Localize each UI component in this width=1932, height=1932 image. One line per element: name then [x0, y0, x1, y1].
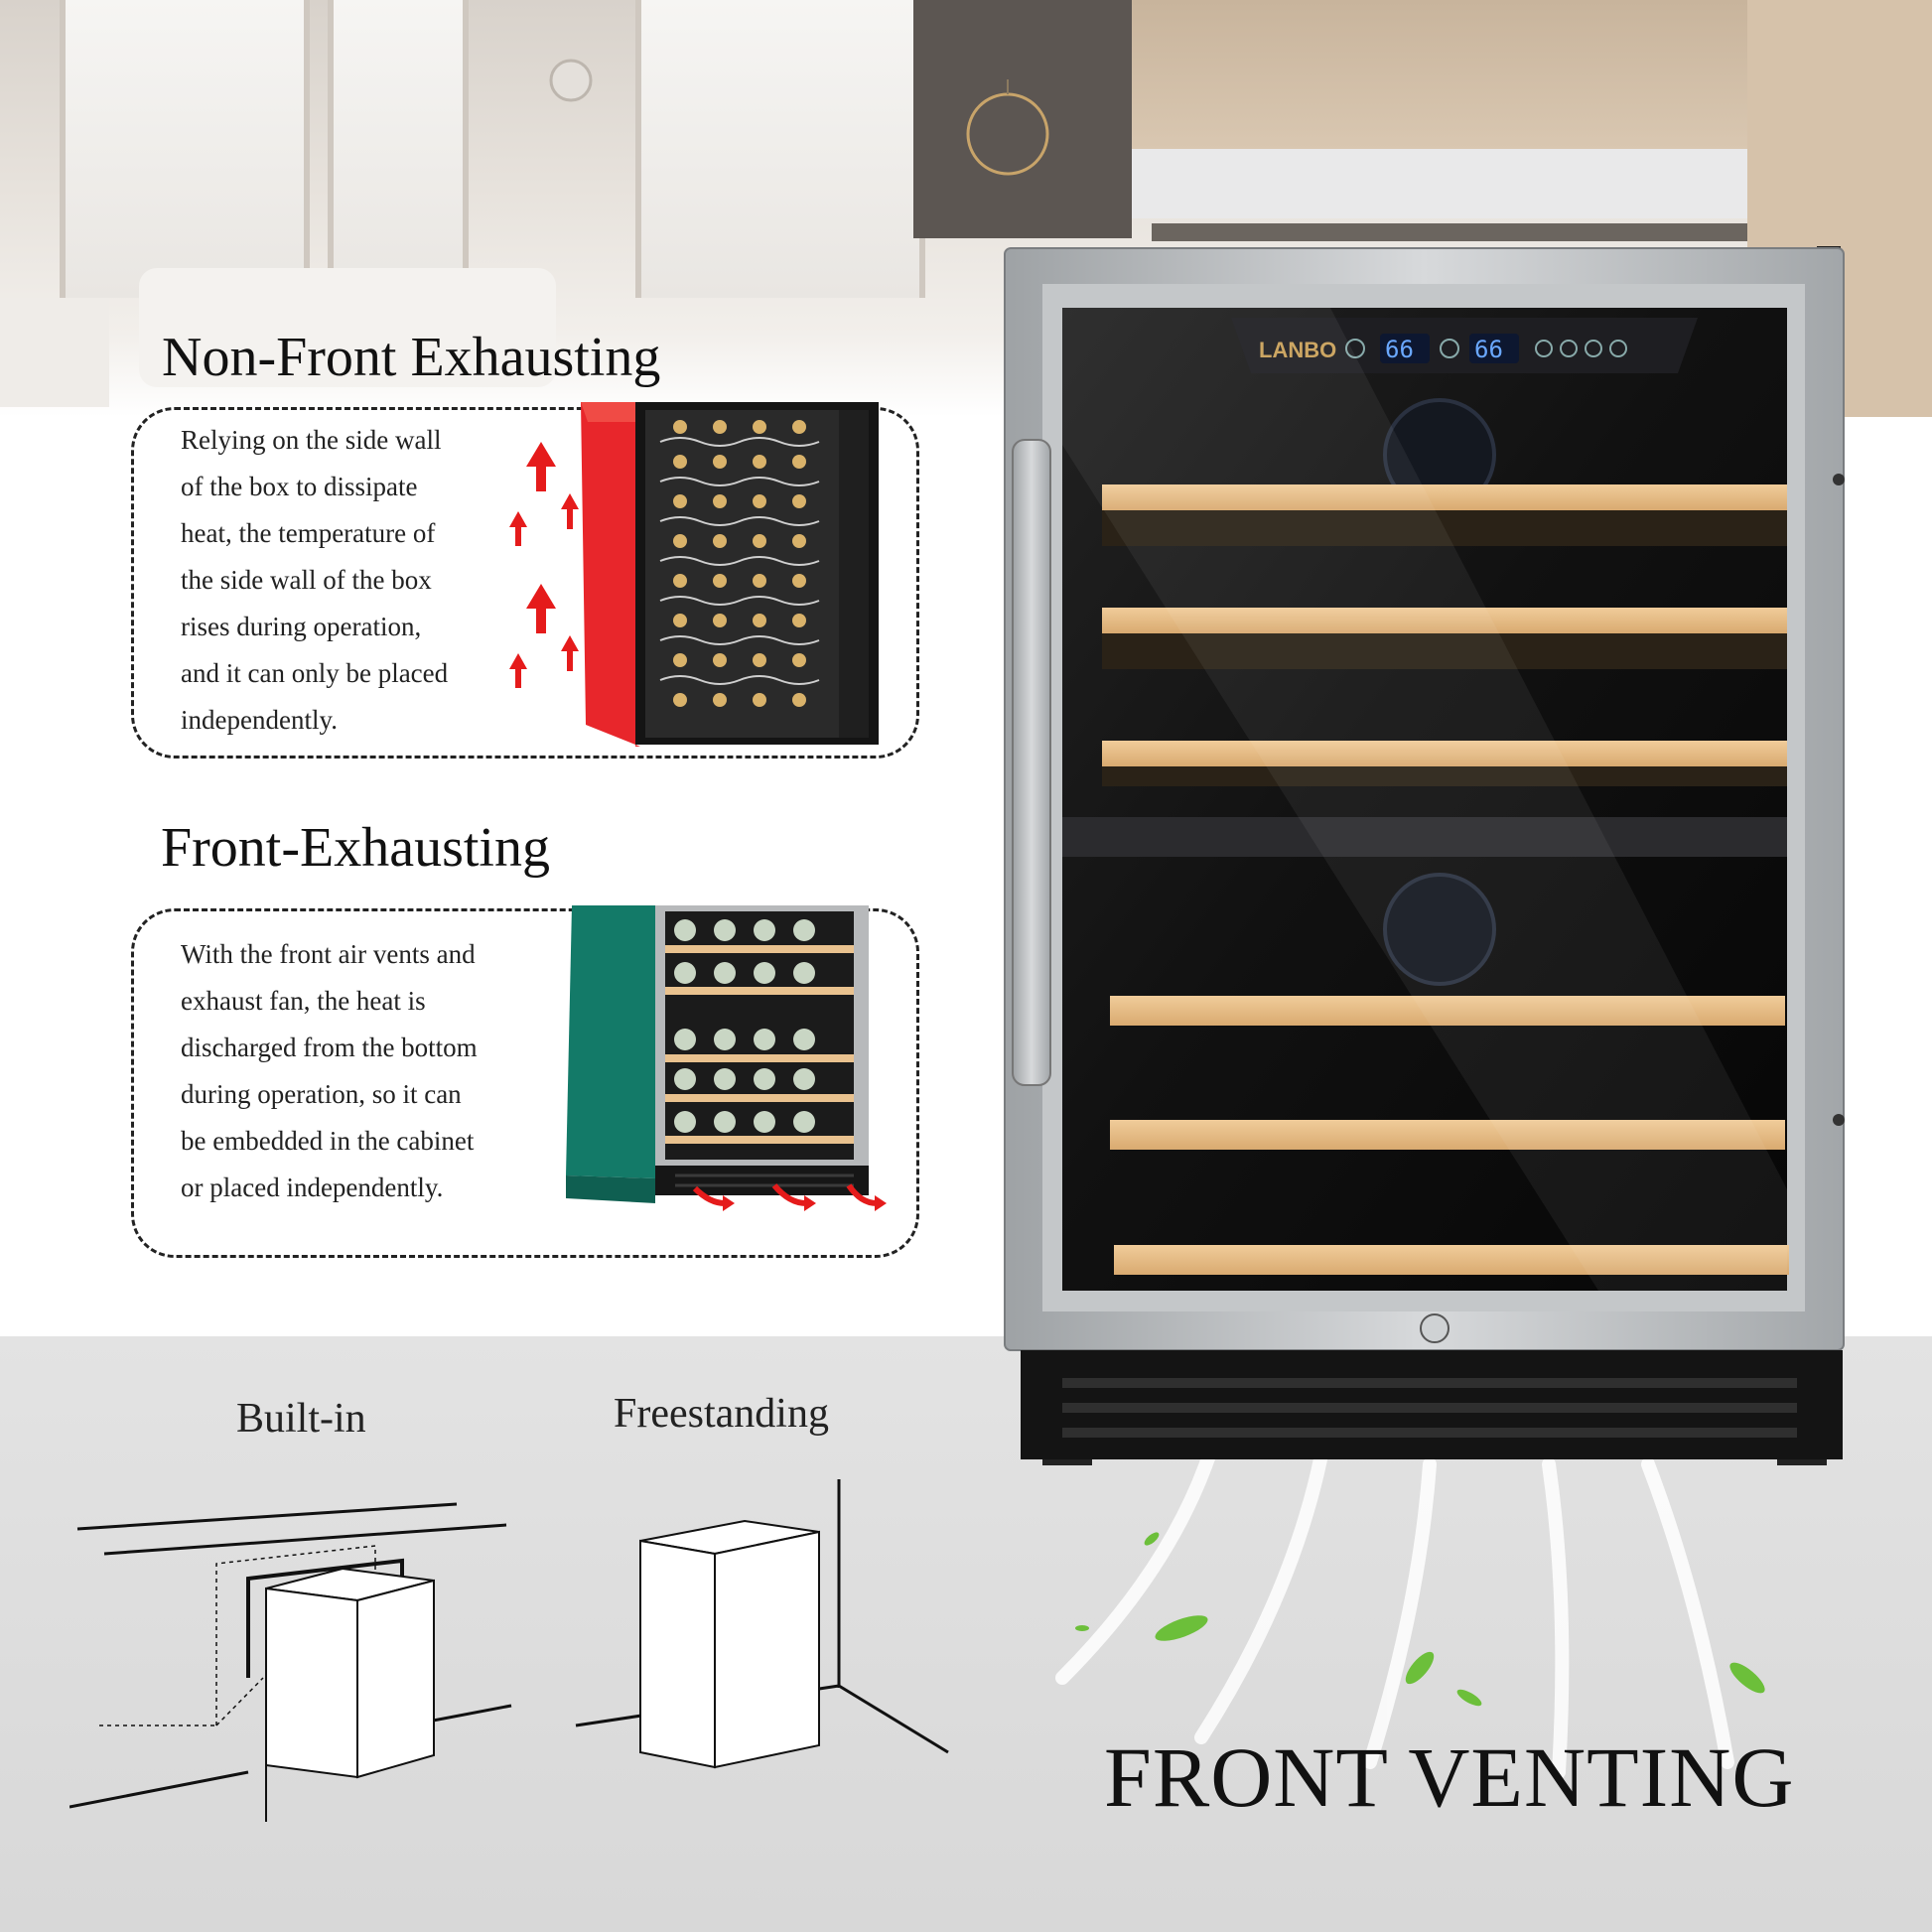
- wine-fridge: LANBO 66 66: [1004, 246, 1845, 1465]
- side-venting-fridge-illustration: [509, 402, 879, 747]
- text-line: discharged from the bottom: [181, 1033, 478, 1062]
- display-right: 66: [1474, 336, 1503, 363]
- window: [328, 0, 469, 298]
- front-exhausting-heading: Front-Exhausting: [161, 817, 550, 879]
- wood-shelf: [1110, 1120, 1785, 1150]
- non-front-heading: Non-Front Exhausting: [162, 327, 661, 388]
- text-line: of the box to dissipate: [181, 472, 418, 501]
- non-front-description: Relying on the side wall of the box to d…: [181, 417, 448, 744]
- window: [635, 0, 925, 298]
- text-line: With the front air vents and: [181, 939, 476, 969]
- zone-button-icon[interactable]: [1440, 339, 1459, 358]
- front-exhausting-description: With the front air vents and exhaust fan…: [181, 931, 478, 1211]
- text-line: rises during operation,: [181, 612, 422, 641]
- brand-logo: LANBO: [1259, 338, 1336, 362]
- text-line: heat, the temperature of: [181, 518, 436, 548]
- heat-arrow-icon: [509, 442, 579, 688]
- freestanding-label: Freestanding: [614, 1391, 829, 1437]
- text-line: during operation, so it can: [181, 1079, 462, 1109]
- text-line: the side wall of the box: [181, 565, 432, 595]
- set-button-icon[interactable]: [1345, 339, 1365, 358]
- text-line: or placed independently.: [181, 1173, 444, 1202]
- wall-clock: [549, 59, 593, 102]
- airflow-swoosh: [1055, 1443, 1765, 1779]
- window: [60, 0, 310, 298]
- lock-icon[interactable]: [1420, 1313, 1449, 1343]
- front-venting-banner: FRONT VENTING: [1104, 1729, 1795, 1825]
- text-line: and it can only be placed: [181, 658, 449, 688]
- text-line: independently.: [181, 705, 338, 735]
- text-line: exhaust fan, the heat is: [181, 986, 426, 1016]
- front-venting-fridge-illustration: [566, 905, 887, 1211]
- text-line: Relying on the side wall: [181, 425, 442, 455]
- wood-shelf: [1110, 996, 1785, 1026]
- backsplash: [1132, 149, 1747, 218]
- wood-shelf: [1102, 741, 1787, 786]
- exhaust-arrow-icon: [692, 1183, 878, 1206]
- set-button-icon[interactable]: [1535, 340, 1553, 357]
- leaf-icon: [1075, 1532, 1765, 1707]
- kitchen-background: [0, 0, 1932, 417]
- wood-shelf: [1102, 484, 1787, 546]
- dark-column: [913, 0, 1132, 238]
- wood-shelf: [1114, 1245, 1789, 1275]
- power-button-icon[interactable]: [1609, 340, 1627, 357]
- freestanding-diagram: [575, 1479, 949, 1769]
- counter-top: [1152, 223, 1747, 241]
- temp-unit-button-icon[interactable]: [1585, 340, 1602, 357]
- built-in-label: Built-in: [236, 1396, 366, 1442]
- light-button-icon[interactable]: [1560, 340, 1578, 357]
- display-left: 66: [1385, 336, 1414, 363]
- pendant-lamp: [966, 79, 1049, 176]
- kitchen-cabinets: [1132, 0, 1747, 149]
- wood-shelf: [1102, 608, 1787, 669]
- sofa: [139, 268, 556, 387]
- door-handle[interactable]: [1012, 439, 1051, 1086]
- sofa-arm: [0, 298, 109, 407]
- built-in-diagram: [69, 1502, 512, 1822]
- text-line: be embedded in the cabinet: [181, 1126, 475, 1156]
